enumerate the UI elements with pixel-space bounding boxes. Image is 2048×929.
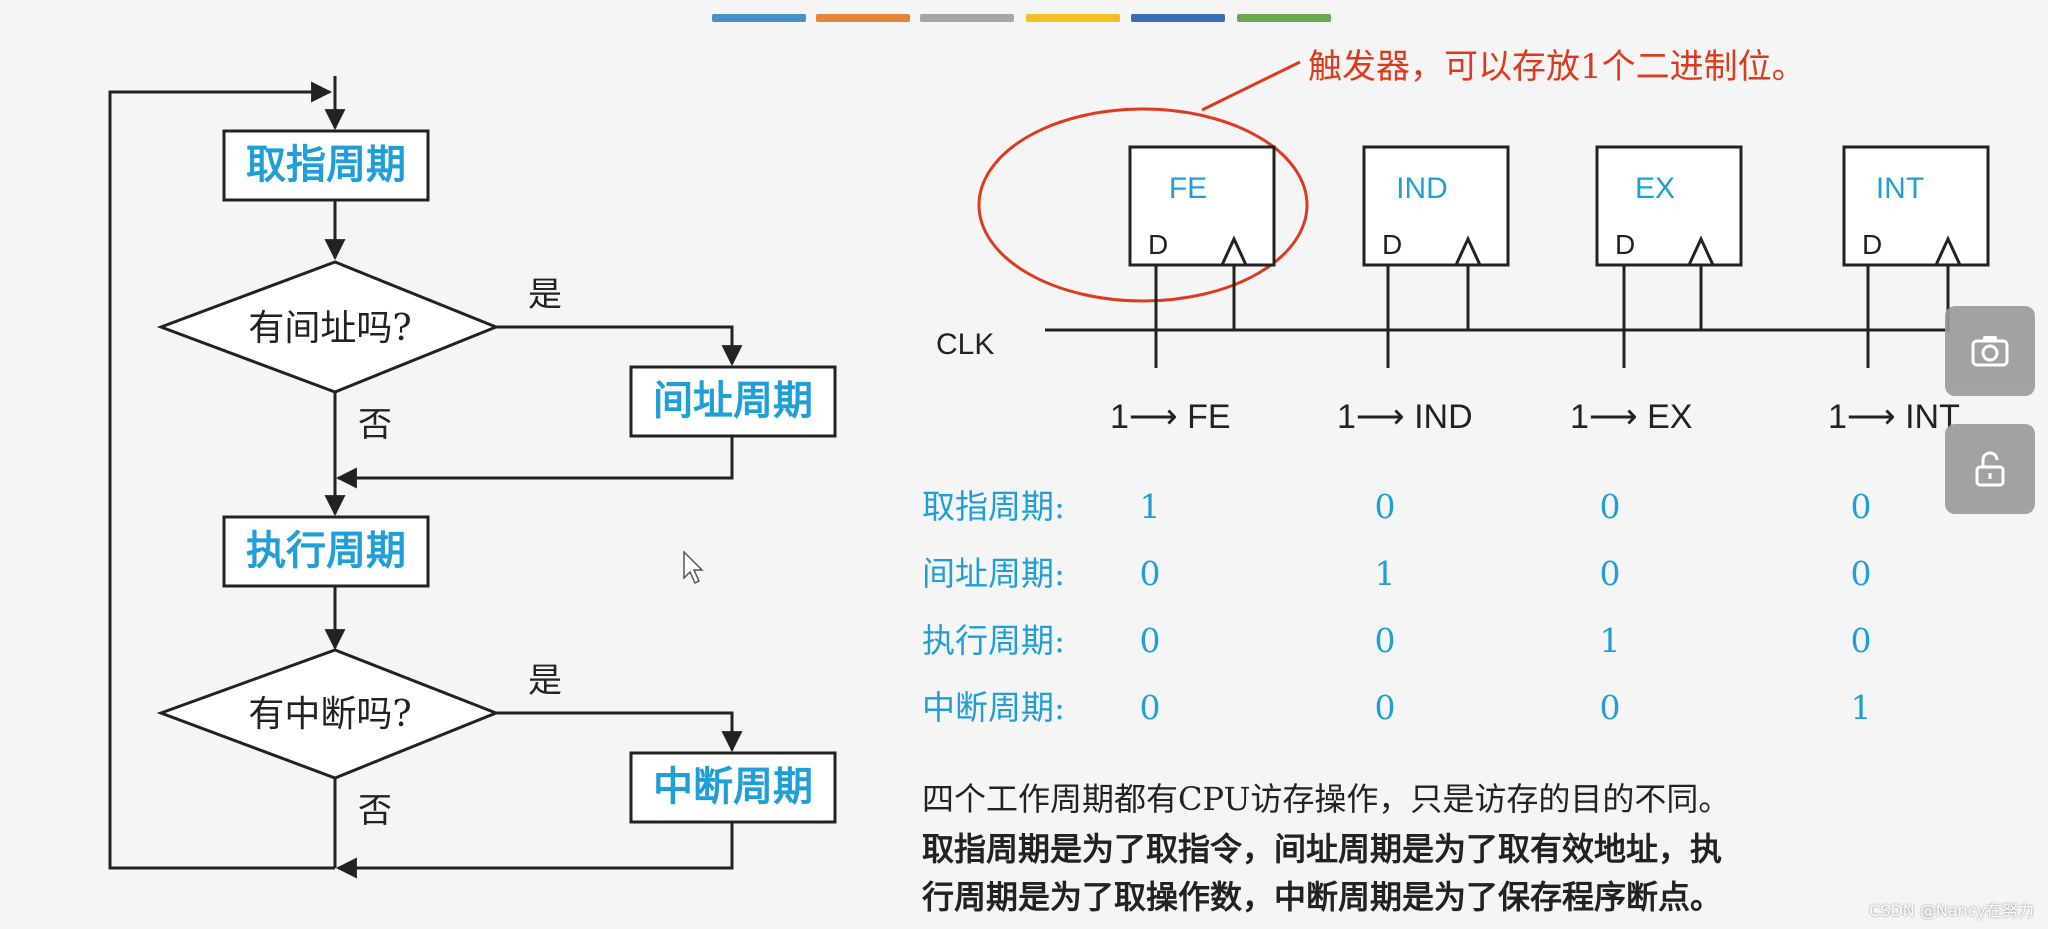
- unlock-button[interactable]: [1945, 424, 2035, 514]
- d-input-label: D: [1148, 229, 1168, 260]
- execute-cycle-label: 执行周期: [246, 527, 406, 574]
- set-label-ind: 1⟶ IND: [1337, 398, 1473, 436]
- flipflop-name: INT: [1876, 172, 1924, 205]
- cell-value: 0: [1851, 487, 1872, 526]
- cell-value: 0: [1140, 554, 1161, 593]
- state-row: 取指周期: 1 0 0 0: [922, 487, 1872, 526]
- watermark: CSDN @Nancy在努力: [1869, 901, 2034, 920]
- color-strip-segment: [920, 14, 1014, 22]
- annotation-text: 触发器，可以存放1个二进制位。: [1308, 47, 1806, 87]
- fetch-cycle-box: 取指周期: [222, 129, 430, 202]
- cell-value: 0: [1600, 554, 1621, 593]
- state-row: 间址周期: 0 1 0 0: [922, 554, 1872, 593]
- cell-value: 0: [1375, 487, 1396, 526]
- loop-back-line: [108, 81, 335, 870]
- yes-label-1: 是: [528, 275, 562, 315]
- indirect-cycle-label: 间址周期: [653, 377, 813, 424]
- row-label: 间址周期:: [922, 554, 1065, 593]
- yes-branch-indirect: [496, 325, 743, 367]
- camera-icon: [1971, 336, 2009, 367]
- d-input-label: D: [1862, 229, 1882, 260]
- flipflop-ind: IND D: [1362, 145, 1510, 368]
- notes: 四个工作周期都有CPU访存操作，只是访存的目的不同。 取指周期是为了取指令，间址…: [922, 780, 1730, 916]
- cell-value: 1: [1140, 487, 1161, 526]
- annotation-circle: [977, 107, 1309, 303]
- cell-value: 0: [1600, 688, 1621, 727]
- flipflop-name: IND: [1396, 172, 1448, 205]
- note-line-2: 取指周期是为了取指令，间址周期是为了取有效地址，执: [922, 830, 1722, 868]
- mouse-cursor-icon: [683, 550, 704, 585]
- set-label-ex: 1⟶ EX: [1570, 398, 1692, 436]
- cell-value: 0: [1140, 621, 1161, 660]
- clk-label: CLK: [936, 328, 994, 361]
- state-table: 取指周期: 1 0 0 0 间址周期: 0 1 0 0 执行周期: 0 0 1 …: [922, 487, 1872, 727]
- fetch-cycle-label: 取指周期: [246, 141, 406, 188]
- note-line-1: 四个工作周期都有CPU访存操作，只是访存的目的不同。: [922, 780, 1730, 818]
- clock-triangle-icon: [1934, 235, 1962, 266]
- clock-triangle-icon: [1454, 235, 1482, 266]
- annotation-pointer: [1201, 60, 1301, 112]
- color-strip-segment: [1026, 14, 1120, 22]
- cell-value: 1: [1600, 621, 1621, 660]
- row-label: 执行周期:: [922, 621, 1065, 660]
- yes-label-2: 是: [528, 661, 562, 701]
- interrupt-question-label: 有中断吗?: [248, 694, 411, 735]
- interrupt-cycle-label: 中断周期: [653, 763, 813, 810]
- note-line-3: 行周期是为了取操作数，中断周期是为了保存程序断点。: [922, 878, 1722, 916]
- color-strip-segment: [712, 14, 806, 22]
- state-row: 中断周期: 0 0 0 1: [922, 688, 1872, 727]
- flipflop-fe: FE D: [1128, 145, 1276, 368]
- indirect-cycle-box: 间址周期: [629, 365, 837, 438]
- cell-value: 0: [1600, 487, 1621, 526]
- yes-branch-interrupt: [496, 711, 743, 753]
- clock-triangle-icon: [1220, 235, 1248, 266]
- color-strip-segment: [1237, 14, 1331, 22]
- set-label-fe: 1⟶ FE: [1110, 398, 1231, 436]
- camera-button[interactable]: [1945, 306, 2035, 396]
- cell-value: 0: [1375, 621, 1396, 660]
- interrupt-cycle-box: 中断周期: [629, 751, 837, 824]
- cell-value: 0: [1851, 621, 1872, 660]
- interrupt-decision: 有中断吗?: [156, 648, 501, 780]
- row-label: 取指周期:: [922, 487, 1065, 526]
- indirect-question-label: 有间址吗?: [248, 308, 411, 349]
- state-row: 执行周期: 0 0 1 0: [922, 621, 1872, 660]
- cell-value: 1: [1375, 554, 1396, 593]
- cell-value: 1: [1851, 688, 1872, 727]
- d-input-label: D: [1382, 229, 1402, 260]
- indirect-decision: 有间址吗?: [156, 260, 501, 394]
- clock-triangle-icon: [1687, 235, 1715, 266]
- cell-value: 0: [1375, 688, 1396, 727]
- color-strip-segment: [1131, 14, 1225, 22]
- flipflop-name: FE: [1169, 172, 1207, 205]
- flipflop-int: INT D: [1842, 145, 1990, 368]
- unlock-icon: [1975, 451, 2005, 487]
- cell-value: 0: [1851, 554, 1872, 593]
- flowchart: [108, 76, 743, 879]
- flipflop-ex: EX D: [1595, 145, 1743, 368]
- execute-cycle-box: 执行周期: [222, 515, 430, 588]
- color-strip-segment: [816, 14, 910, 22]
- d-input-label: D: [1615, 229, 1635, 260]
- no-label-1: 否: [358, 405, 392, 445]
- interrupt-return: [335, 823, 734, 879]
- cell-value: 0: [1140, 688, 1161, 727]
- row-label: 中断周期:: [922, 688, 1065, 727]
- no-label-2: 否: [358, 791, 392, 831]
- indirect-return: [335, 437, 734, 489]
- set-label-int: 1⟶ INT: [1828, 398, 1960, 436]
- flipflop-name: EX: [1635, 172, 1675, 205]
